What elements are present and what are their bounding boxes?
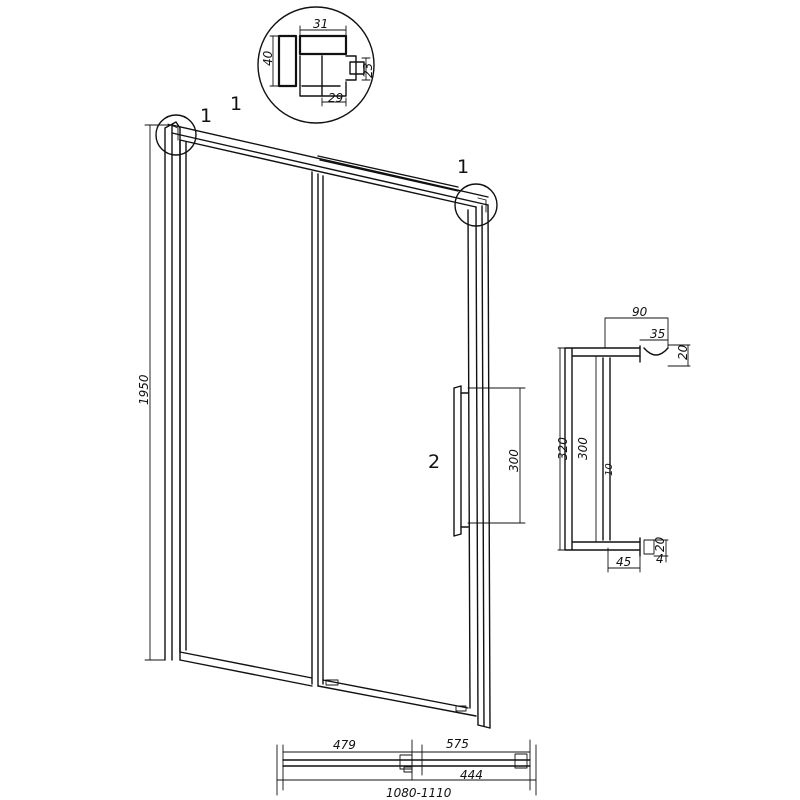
profile-detail: 31 40 23 29 <box>257 6 375 124</box>
profile-dim-29: 29 <box>328 91 343 105</box>
callout-circle-top-right <box>454 183 498 227</box>
profile-dim-40: 40 <box>261 50 275 66</box>
handle-dim-300: 300 <box>507 449 521 472</box>
handle-dim-4: 4 <box>656 552 664 566</box>
handle-dim-300-detail: 300 <box>576 437 590 460</box>
callout-1-top-left: 1 <box>200 105 212 127</box>
plan-dim-575: 575 <box>446 737 469 751</box>
handle-dim-20-bottom: 20 <box>653 536 667 552</box>
handle-detail <box>557 317 691 573</box>
callout-circle-top-left <box>155 114 197 156</box>
door-assembly <box>155 114 498 729</box>
height-dim-1950: 1950 <box>137 374 151 405</box>
detail-circle <box>257 6 375 124</box>
profile-dim-23: 23 <box>361 63 375 78</box>
handle-dim-10: 10 <box>604 463 615 476</box>
plan-dim-444: 444 <box>460 768 483 782</box>
handle-dim-35: 35 <box>650 327 665 341</box>
callout-1-top-right: 1 <box>457 156 469 178</box>
handle-dim-320: 320 <box>556 437 570 460</box>
handle-dim-20-top: 20 <box>676 344 690 360</box>
handle-dim-45: 45 <box>616 555 631 569</box>
plan-dim-total: 1080-1110 <box>386 786 452 800</box>
profile-section <box>269 25 371 107</box>
door-handle <box>453 385 526 537</box>
detail-number-label: 1 <box>230 93 242 115</box>
profile-dim-31: 31 <box>313 17 328 31</box>
height-dimension <box>144 124 173 661</box>
plan-dim-479: 479 <box>333 738 356 752</box>
plan-view <box>276 739 537 796</box>
handle-dim-90: 90 <box>632 305 648 319</box>
handle-callout-2: 2 <box>428 451 440 473</box>
